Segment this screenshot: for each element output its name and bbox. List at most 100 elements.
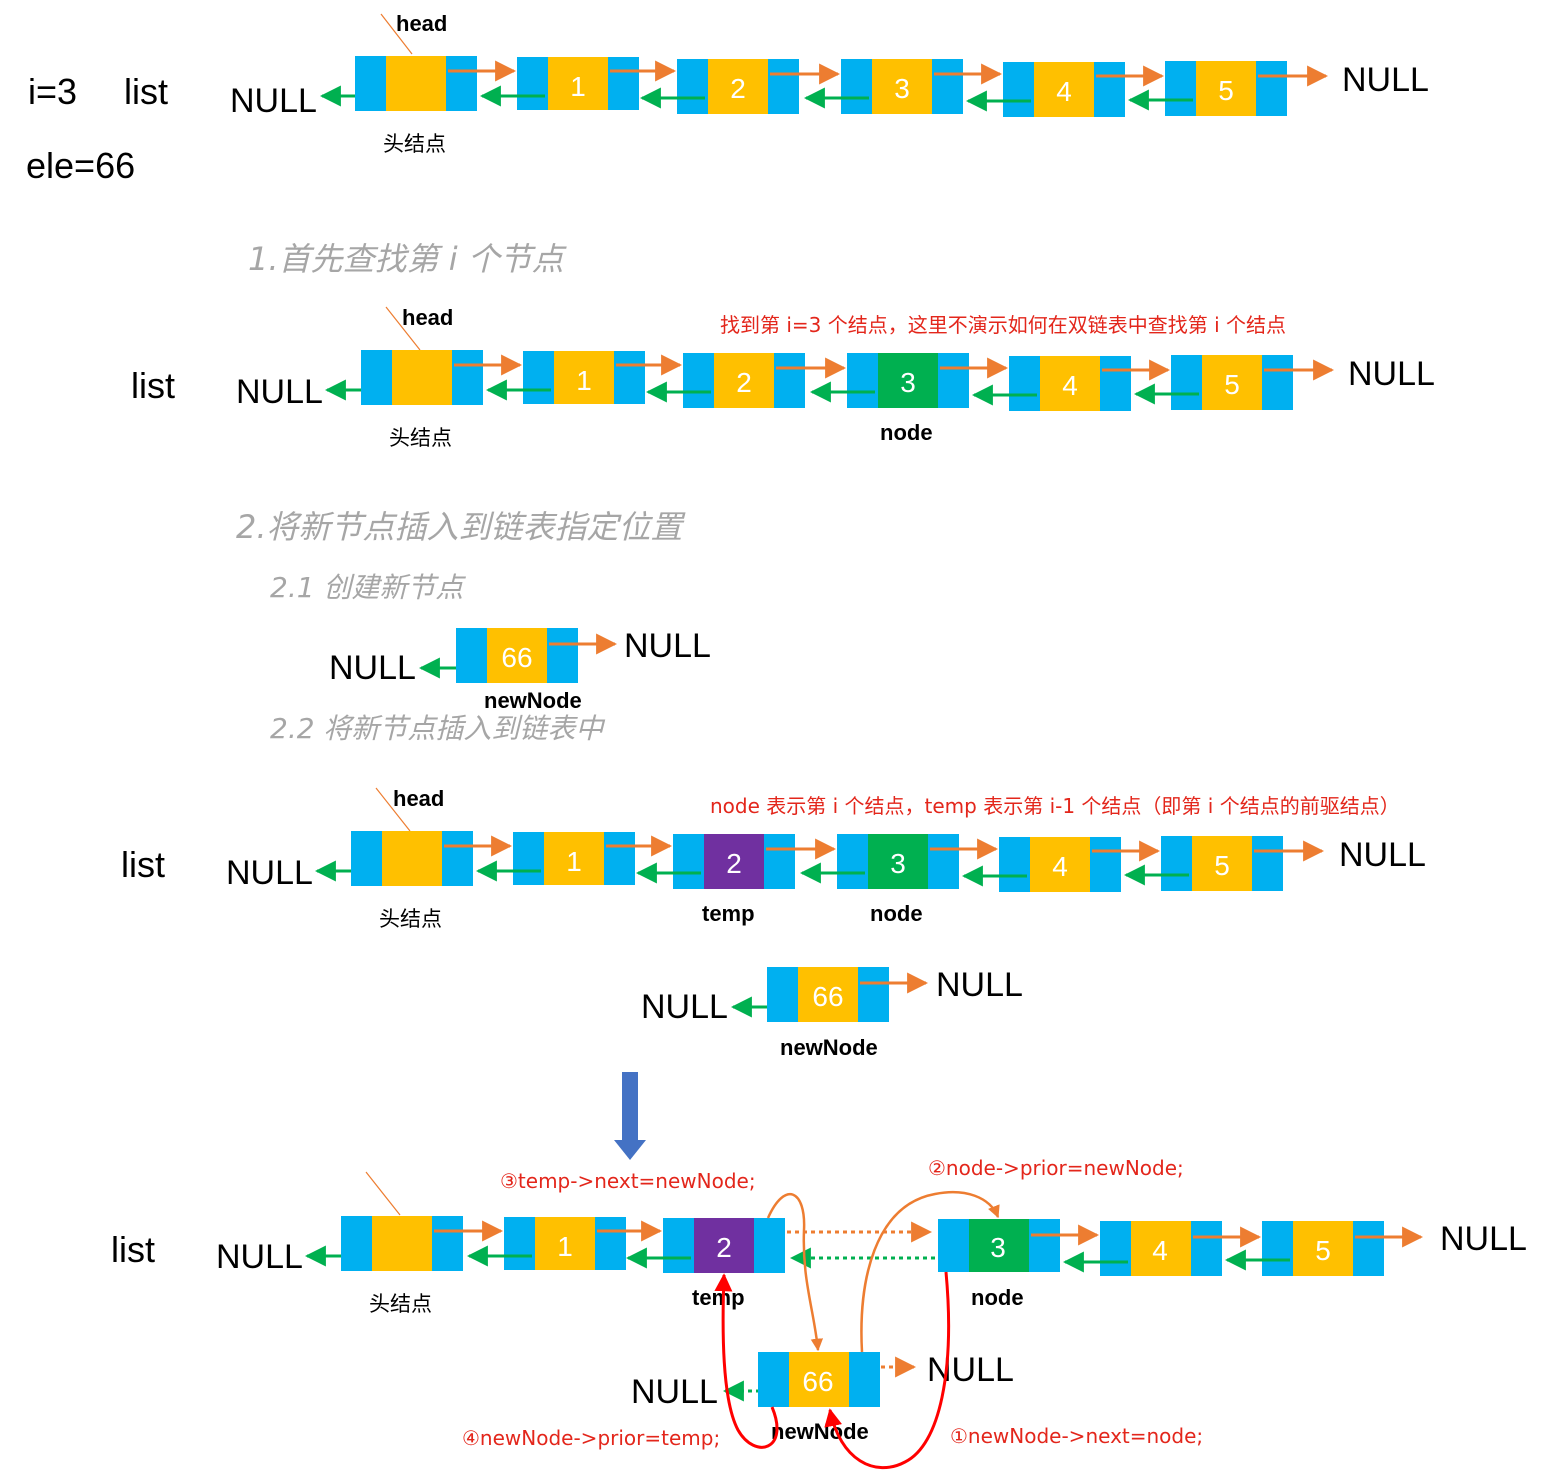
null-right: NULL: [1339, 836, 1426, 874]
head-node: [341, 1216, 463, 1271]
step-2-1-heading: 2.1 创建新节点: [270, 571, 466, 604]
node-value: 3: [990, 1232, 1006, 1263]
head-node: [355, 56, 477, 111]
null-left: NULL: [631, 1373, 718, 1411]
list-node-target: 3: [938, 1219, 1060, 1272]
head-node-label: 头结点: [389, 426, 452, 450]
list-node: 4: [1009, 356, 1131, 411]
op-1: ①newNode->next=node;: [950, 1424, 1203, 1448]
null-left: NULL: [226, 854, 313, 892]
null-left: NULL: [230, 82, 317, 120]
null-right: NULL: [1342, 61, 1429, 99]
next-arrows: [434, 1220, 1424, 1248]
temp-label: temp: [702, 901, 755, 926]
list-row-before-insert: list head node 表示第 i 个结点，temp 表示第 i-1 个结…: [121, 786, 1426, 931]
node-value: 4: [1152, 1235, 1168, 1266]
head-pointer-arrow: [380, 13, 413, 55]
node-value: 1: [557, 1231, 573, 1262]
old-links-dotted: [787, 1221, 935, 1269]
head-node: [351, 831, 473, 886]
list-node-target: 3: [837, 834, 959, 889]
list-node-temp: 2: [673, 834, 795, 889]
list-row-find: list head 找到第 i=3 个结点，这里不演示如何在双链表中查找第 i …: [131, 305, 1435, 450]
link-newnode-prior-temp: [714, 1273, 779, 1449]
null-right: NULL: [927, 1351, 1014, 1389]
null-right: NULL: [936, 966, 1023, 1004]
list-node-target: 3: [847, 353, 969, 408]
prior-arrows: [479, 85, 1193, 112]
list-label: list: [111, 1229, 155, 1270]
node-value: 1: [570, 71, 586, 102]
node-value: 5: [1214, 850, 1230, 881]
null-left: NULL: [236, 373, 323, 411]
null-left: NULL: [641, 988, 728, 1026]
node-value: 3: [890, 848, 906, 879]
new-node-label: newNode: [771, 1419, 869, 1444]
list-node: 1: [513, 832, 635, 885]
new-node-value: 66: [802, 1366, 833, 1397]
list-label: list: [121, 844, 165, 885]
next-arrows: [444, 835, 1325, 862]
list-node: 2: [677, 59, 799, 114]
null-right: NULL: [624, 627, 711, 665]
list-node: 2: [683, 353, 805, 408]
link-newnode-next-node: [824, 1271, 951, 1470]
head-label: head: [393, 786, 444, 811]
step-2-2-heading: 2.2 将新节点插入到链表中: [270, 712, 605, 745]
null-right: NULL: [1440, 1220, 1527, 1258]
node-label: node: [880, 420, 933, 445]
step-1-heading: 1.首先查找第 i 个节点: [248, 240, 567, 278]
list-row-original: head NULL 头结点 1 2 3 4 5: [230, 11, 1429, 156]
node-value: 5: [1315, 1235, 1331, 1266]
down-arrow: [614, 1072, 646, 1160]
link-temp-next-newnode: [766, 1193, 824, 1352]
param-list: list: [124, 71, 168, 112]
param-ele: ele=66: [26, 145, 135, 186]
new-node-label: newNode: [484, 688, 582, 713]
link-node-prior-newnode: [860, 1190, 1000, 1353]
head-node-label: 头结点: [379, 907, 442, 931]
op-2: ②node->prior=newNode;: [928, 1156, 1184, 1180]
new-node-label: newNode: [780, 1035, 878, 1060]
list-row-after-insert: list NULL 头结点 1 2 temp 3 node 4: [111, 1156, 1527, 1470]
new-node-inserted: NULL 66 NULL newNode: [631, 1351, 1014, 1444]
list-node-temp: 2: [663, 1218, 785, 1273]
op-4: ④newNode->prior=temp;: [462, 1426, 720, 1450]
node-label: node: [870, 901, 923, 926]
list-node: 1: [517, 57, 639, 110]
new-node-standalone: NULL 66 NULL newNode: [641, 966, 1023, 1060]
list-node: 5: [1262, 1221, 1384, 1276]
node-value: 4: [1056, 76, 1072, 107]
null-right: NULL: [1348, 355, 1435, 393]
prior-arrows: [466, 1245, 1290, 1273]
list-label: list: [131, 365, 175, 406]
new-node-value: 66: [501, 642, 532, 673]
node-value: 3: [894, 73, 910, 104]
node-value: 2: [730, 73, 746, 104]
step-2-heading: 2.将新节点插入到链表指定位置: [236, 508, 687, 546]
new-node-created: NULL 66 NULL newNode: [329, 627, 711, 713]
head-label: head: [402, 305, 453, 330]
head-node-label: 头结点: [369, 1292, 432, 1316]
param-i: i=3: [28, 71, 77, 112]
list-node: 4: [1003, 62, 1125, 117]
node-label: node: [971, 1285, 1024, 1310]
node-value: 4: [1052, 851, 1068, 882]
new-node-value: 66: [812, 981, 843, 1012]
node-value: 2: [716, 1232, 732, 1263]
head-node-label: 头结点: [383, 132, 446, 156]
list-node: 3: [841, 59, 963, 114]
node-value: 1: [576, 365, 592, 396]
head-label: head: [396, 11, 447, 36]
node-value: 5: [1224, 369, 1240, 400]
list-node: 1: [523, 351, 645, 404]
node-value: 3: [900, 367, 916, 398]
note-meaning: node 表示第 i 个结点，temp 表示第 i-1 个结点（即第 i 个结点…: [710, 794, 1400, 818]
list-node: 5: [1165, 61, 1287, 116]
node-value: 2: [736, 367, 752, 398]
next-arrows: [454, 354, 1335, 381]
null-left: NULL: [216, 1238, 303, 1276]
note-found: 找到第 i=3 个结点，这里不演示如何在双链表中查找第 i 个结点: [720, 313, 1286, 337]
null-left: NULL: [329, 649, 416, 687]
